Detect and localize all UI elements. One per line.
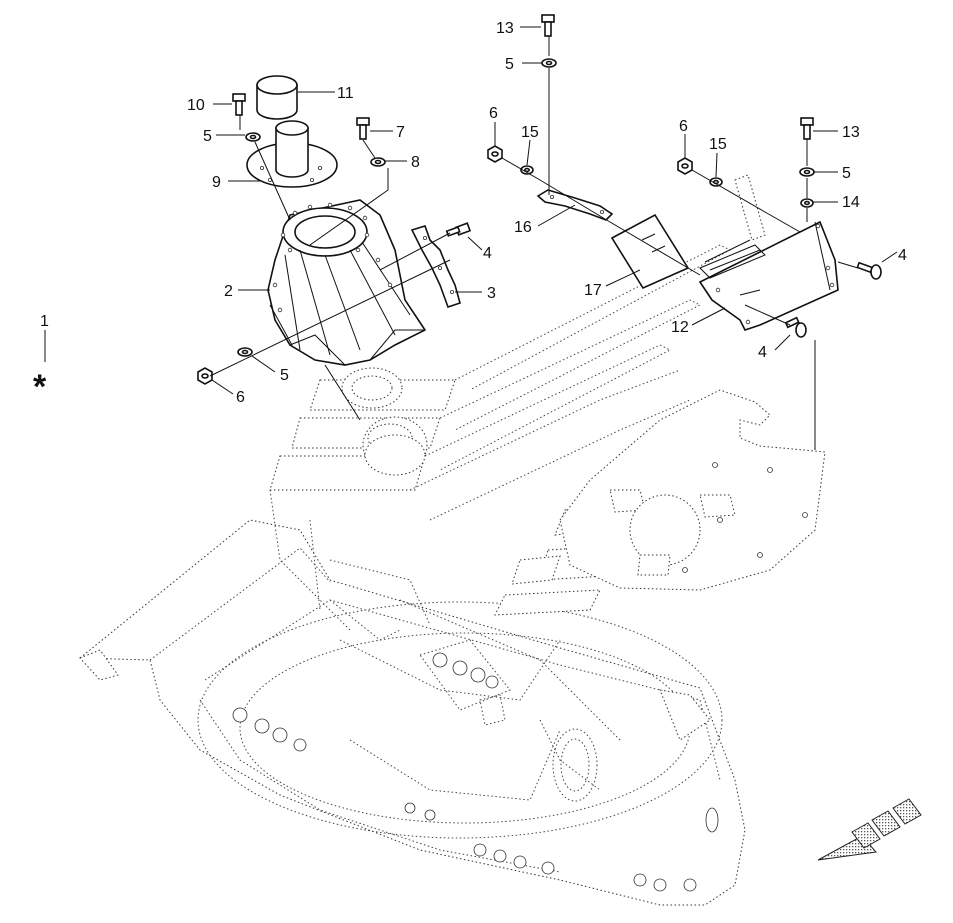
machine-frame-ghost [78,519,746,906]
callout-8: 8 [411,154,420,171]
callout-13-top: 13 [496,20,514,37]
washer-15-mid [520,165,534,175]
bolt-7 [356,117,370,140]
washer-15-right [709,177,723,187]
flange-rings-ghost [341,367,428,476]
callout-4-right-upper: 4 [898,247,907,264]
bolt-4-right-upper [856,261,882,280]
callout-5-top: 5 [505,56,514,73]
assembly-lines [209,36,859,421]
part-17-plate [610,213,690,290]
frame-holes [232,652,719,892]
callout-6-lower: 6 [236,389,245,406]
callout-3: 3 [487,285,496,302]
callout-17: 17 [584,282,602,299]
bolt-10 [232,93,246,116]
callout-16: 16 [514,219,532,236]
washer-5-left [245,132,261,142]
bolt-13-top [541,14,555,37]
callout-11: 11 [337,85,354,102]
washer-14 [800,198,814,208]
nut-6-mid [487,145,503,163]
callout-13-right: 13 [842,124,860,141]
callout-15-mid: 15 [521,124,539,141]
hardware [197,14,882,385]
part-9-gasket [246,120,338,188]
callout-5-lower: 5 [280,367,289,384]
washer-8 [370,157,386,167]
nut-6-lower [197,367,213,385]
upright-strip-ghost [734,174,766,241]
callout-5-left: 5 [203,128,212,145]
chevron-arrow-icon [817,798,922,861]
callout-4-right-lower: 4 [758,344,767,361]
callout-6-right: 6 [679,118,688,135]
part-11-cap [256,75,298,120]
callout-5-right: 5 [842,165,851,182]
callout-10: 10 [187,97,205,114]
washer-5-right [799,167,815,177]
callout-4-mid: 4 [483,245,492,262]
bolt-4-mid [445,222,472,237]
washer-5-top [541,58,557,68]
callout-2: 2 [224,283,233,300]
nut-6-right [677,157,693,175]
reference-asterisk: * [33,368,47,406]
part-12-cover [698,220,839,331]
callout-1: 1 [40,313,49,330]
callout-6-mid: 6 [489,105,498,122]
part-2-funnel [267,199,427,366]
funnel-bolt-holes [272,202,393,313]
leader-lines [44,26,898,395]
callout-12: 12 [671,319,689,336]
callout-labels: 1 2 3 4 4 4 5 5 5 5 6 6 6 7 8 9 10 11 12… [40,20,907,406]
callout-14: 14 [842,194,860,211]
deflector-plate-ghost [559,340,826,591]
bolt-4-right-lower [784,316,807,338]
callout-7: 7 [396,124,405,141]
callout-9: 9 [212,174,221,191]
bolt-13-right [800,117,814,140]
callout-15-right: 15 [709,136,727,153]
washer-5-lower [237,347,253,357]
